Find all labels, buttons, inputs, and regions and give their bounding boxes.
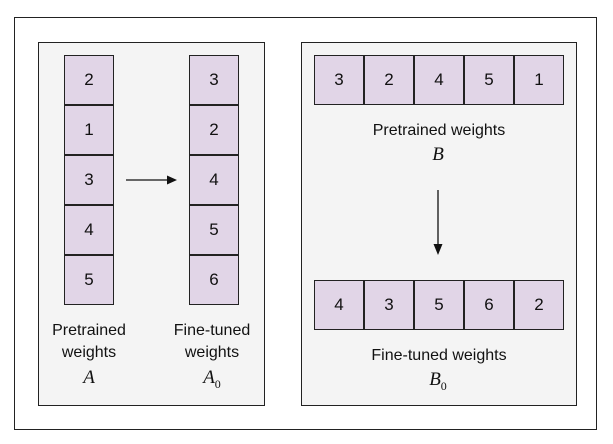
weight-cell-b0-4: 2	[514, 280, 564, 330]
finetuned-label-a0-line2: weights	[184, 344, 240, 361]
weight-cell-b-2: 4	[414, 55, 464, 105]
weight-cell-a0-3: 5	[189, 205, 239, 255]
weight-cell-b-0: 3	[314, 55, 364, 105]
pretrained-label-b: Pretrained weights	[372, 122, 506, 139]
weight-cell-a0-1: 2	[189, 105, 239, 155]
weight-cell-a-4: 5	[64, 255, 114, 305]
weight-cell-b0-3: 6	[464, 280, 514, 330]
pretrained-label-a-line2: weights	[61, 344, 117, 361]
pretrained-label-a: Pretrained weights	[29, 320, 149, 364]
symbol-a0-letter: A	[203, 367, 215, 388]
weight-cell-b-3: 5	[464, 55, 514, 105]
symbol-a0: A0	[182, 367, 242, 392]
weight-cell-b0-0: 4	[314, 280, 364, 330]
symbol-a0-sub: 0	[214, 376, 221, 391]
weight-cell-a0-4: 6	[189, 255, 239, 305]
weight-cell-b-1: 2	[364, 55, 414, 105]
weight-cell-a-3: 4	[64, 205, 114, 255]
finetuned-label-a0: Fine-tuned weights	[152, 320, 272, 364]
symbol-b-letter: B	[432, 144, 444, 165]
weight-cell-a-1: 1	[64, 105, 114, 155]
pretrained-label-a-line1: Pretrained	[52, 322, 126, 339]
weight-cell-a0-2: 4	[189, 155, 239, 205]
weight-cell-a-0: 2	[64, 55, 114, 105]
weight-cell-a-2: 3	[64, 155, 114, 205]
finetuned-label-a0-line1: Fine-tuned	[173, 322, 251, 339]
weight-cell-b0-2: 5	[414, 280, 464, 330]
symbol-b: B	[408, 144, 468, 169]
weight-cell-b0-1: 3	[364, 280, 414, 330]
weight-cell-b-4: 1	[514, 55, 564, 105]
finetuned-label-b0: Fine-tuned weights	[371, 347, 507, 364]
symbol-b0-letter: B	[429, 369, 441, 390]
symbol-b0-sub: 0	[440, 378, 447, 393]
symbol-a: A	[59, 367, 119, 392]
symbol-b0: B0	[408, 369, 468, 394]
symbol-a-letter: A	[83, 367, 95, 388]
weight-cell-a0-0: 3	[189, 55, 239, 105]
